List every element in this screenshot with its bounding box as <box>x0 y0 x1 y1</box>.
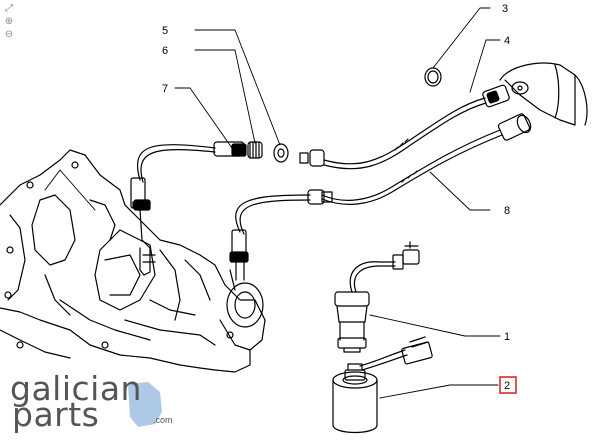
callout-6[interactable]: 6 <box>162 45 168 57</box>
callout-2-highlight-box <box>499 376 517 394</box>
cable-8 <box>321 129 501 201</box>
callout-1[interactable]: 1 <box>504 331 510 343</box>
cable-8-left-outer <box>239 199 311 235</box>
part-6-knurled-nut <box>247 141 263 159</box>
part-2-sensor-body <box>332 336 433 434</box>
gearbox-housing <box>0 149 266 373</box>
logo-text-galician: galician <box>10 369 142 408</box>
cable-8-outer <box>321 134 503 205</box>
cable-8-left <box>235 194 311 233</box>
cable-8-fitting-left <box>307 189 333 205</box>
callout-7[interactable]: 7 <box>162 83 168 95</box>
callout-4[interactable]: 4 <box>504 35 510 47</box>
galicianparts-logo: galician parts .com <box>10 372 210 432</box>
cable-7 <box>136 144 216 181</box>
fit-icon[interactable]: ⤢ <box>5 3 13 14</box>
leader-lines <box>44 7 501 399</box>
cable-8-end-right <box>497 113 532 141</box>
cable-upper <box>323 97 486 165</box>
zoom-out-icon[interactable]: ⊖ <box>4 29 14 40</box>
logo-text-com: .com <box>153 415 173 425</box>
cable-7-outer <box>140 149 216 183</box>
callout-3[interactable]: 3 <box>502 3 508 15</box>
callout-5[interactable]: 5 <box>162 25 168 37</box>
part-5-washer <box>273 143 289 163</box>
callout-2[interactable]: 2 <box>504 380 510 392</box>
cable-fitting <box>213 141 247 157</box>
zoom-in-icon[interactable]: ⊕ <box>4 16 14 27</box>
part-4-instrument-housing <box>499 62 588 126</box>
callout-labels: 3 4 5 6 7 8 1 2 <box>162 3 517 394</box>
cable-upper-outer <box>323 102 487 170</box>
speedo-drive-left <box>130 177 156 276</box>
callout-8[interactable]: 8 <box>504 205 510 217</box>
cable-end-upper <box>482 84 510 108</box>
part-3-cap <box>424 67 442 87</box>
speedo-drive-right <box>229 229 249 281</box>
part-1-speed-sensor <box>334 241 420 353</box>
logo-accent-shape <box>128 382 162 427</box>
logo-text-parts: parts <box>12 395 100 434</box>
cable-connector <box>299 149 325 167</box>
zoom-toolbar: ⤢ ⊕ ⊖ <box>2 2 18 41</box>
